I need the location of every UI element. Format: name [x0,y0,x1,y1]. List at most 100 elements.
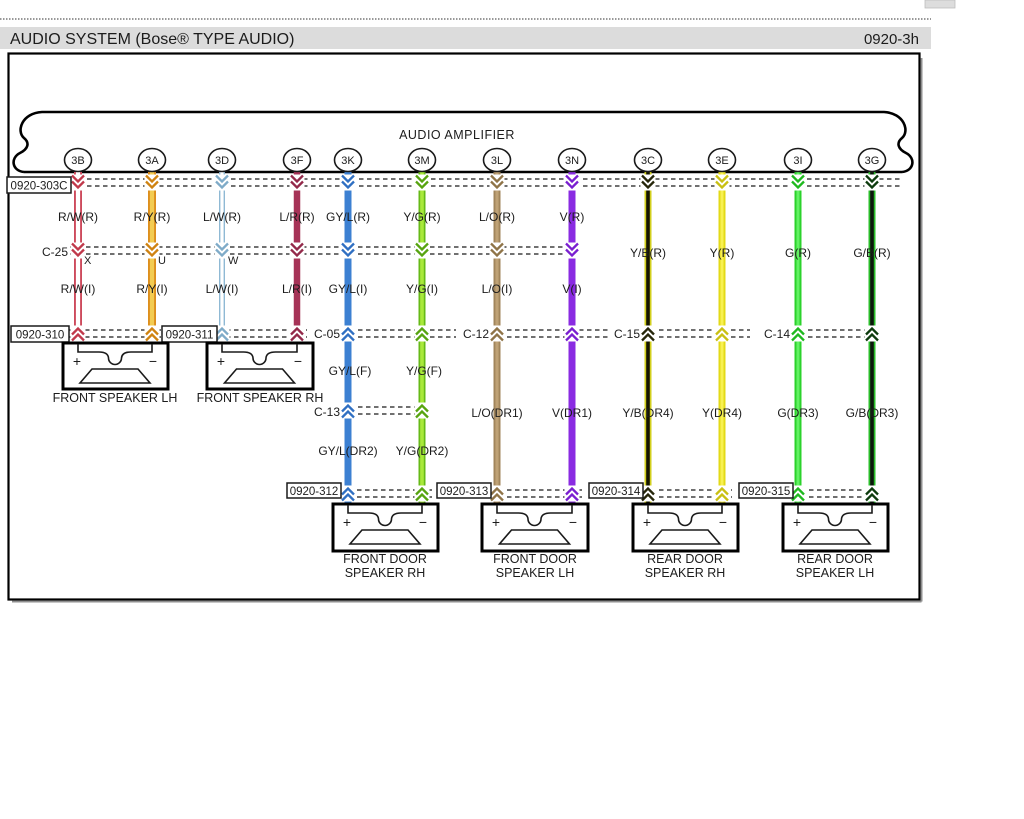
chevron-marks [71,174,85,190]
terminal-chevron-icon [714,325,730,342]
tag-text: 0920-312 [290,486,339,498]
wire-label: R/W(I) [61,282,96,296]
tag-text: 0920-303C [11,181,68,193]
terminal-chevron-icon [70,325,86,342]
pin-circle [207,147,237,173]
connector-c05-label: C-05 [314,327,340,341]
terminal-chevron-icon [414,174,430,191]
tag-box [6,176,72,194]
plus-terminal: + [643,514,651,530]
pin-circle [333,147,363,173]
c25-pin-w: W [228,255,239,267]
tag-0920-311: 0920-311 [161,325,218,343]
tag-0920-303c: 0920-303C [6,176,72,194]
speaker-name: FRONT SPEAKER LH [53,391,178,405]
header-bar: AUDIO SYSTEM (Bose® TYPE AUDIO) 0920-3h [0,27,931,49]
chevron-marks [290,326,304,342]
wire-label: V(DR1) [552,406,592,420]
terminal-chevron-icon [289,242,305,259]
tag-box [161,325,218,343]
c25-pin-u: U [158,255,166,267]
audio-amplifier: AUDIO AMPLIFIER [12,110,914,174]
chevron-marks [865,326,879,342]
wire-labels: R/W(R) R/Y(R) L/W(R) L/R(R) GY/L(R) Y/G(… [58,210,898,458]
terminal-chevron-icon [340,485,356,502]
minus-terminal: − [719,514,727,530]
diagram-frame [7,52,921,601]
wire-label: V(R) [560,210,585,224]
speaker-name: SPEAKER RH [345,566,426,580]
pin-circle [407,147,437,173]
tag-0920-313: 0920-313 [436,482,492,499]
chevron-marks [71,242,85,258]
speaker-cone-icon [648,529,722,545]
connector-c13-label: C-13 [314,405,340,419]
terminal-chevron-icon [144,174,160,191]
chevron-marks [715,174,729,190]
terminal-chevron-icon [489,242,505,259]
chevron-marks [215,174,229,190]
speaker-name: FRONT DOOR [493,552,577,566]
amp-pin-3f: 3F [282,147,312,173]
wire-label: GY/L(R) [326,210,370,224]
chevron-marks [565,326,579,342]
page-code: 0920-3h [864,31,919,48]
chevron-marks [791,486,805,502]
terminal-chevron-icon [564,485,580,502]
chevron-marks [490,242,504,258]
wire-label: L/O(DR1) [471,406,522,420]
wire-label: V(I) [562,282,581,296]
speaker-front-lh: + − FRONT SPEAKER LH [53,341,178,405]
terminal-chevron-icon [790,485,806,502]
tag-box [738,482,794,499]
terminal-chevron-icon [214,174,230,191]
voice-coil-icon [77,344,153,366]
pin-circle [707,147,737,173]
terminal-chevron-icon [489,485,505,502]
wire-label: Y/G(DR2) [396,444,449,458]
chevron-marks [490,486,504,502]
pin-id: 3N [565,155,579,167]
chevron-marks [215,326,229,342]
chevron-marks [341,403,355,419]
wire-label: R/Y(I) [136,282,167,296]
speaker-cone-icon [78,368,152,384]
minus-terminal: − [869,514,877,530]
terminal-chevron-icon [564,174,580,191]
terminal-chevron-icon [864,485,880,502]
tag-text: 0920-314 [592,486,641,498]
tag-0920-315: 0920-315 [738,482,794,499]
chevron-marks [290,174,304,190]
amp-pin-3c: 3C [633,147,663,173]
page-corner-tab [924,0,956,9]
amp-pin-3k: 3K [333,147,363,173]
speaker-rear-door-lh: + − REAR DOOR SPEAKER LH [781,502,890,580]
terminal-chevron-icon [70,242,86,259]
tag-text: 0920-310 [16,330,65,342]
pin-id: 3A [145,155,159,167]
chevron-marks [145,174,159,190]
tag-box [588,482,644,499]
chevron-marks [865,174,879,190]
c25-pin-x: X [84,255,92,267]
terminal-chevron-icon [790,325,806,342]
terminal-chevron-icon [640,325,656,342]
pin-id: 3B [71,155,84,167]
terminal-chevron-icon [864,174,880,191]
chevron-marks [791,326,805,342]
terminal-chevron-icon [214,325,230,342]
pin-circle [63,147,93,173]
plus-terminal: + [343,514,351,530]
pin-circle [282,147,312,173]
speaker-box [205,341,315,391]
pin-circle [137,147,167,173]
tag-text: 0920-311 [166,330,214,342]
connector-c25-label: C-25 [42,245,68,259]
wire-label: L/W(R) [203,210,241,224]
plus-terminal: + [73,353,81,369]
wire-label: R/Y(R) [134,210,171,224]
terminal-chevron-icon [414,242,430,259]
header-background [0,27,931,49]
wire-label: Y/G(R) [403,210,440,224]
